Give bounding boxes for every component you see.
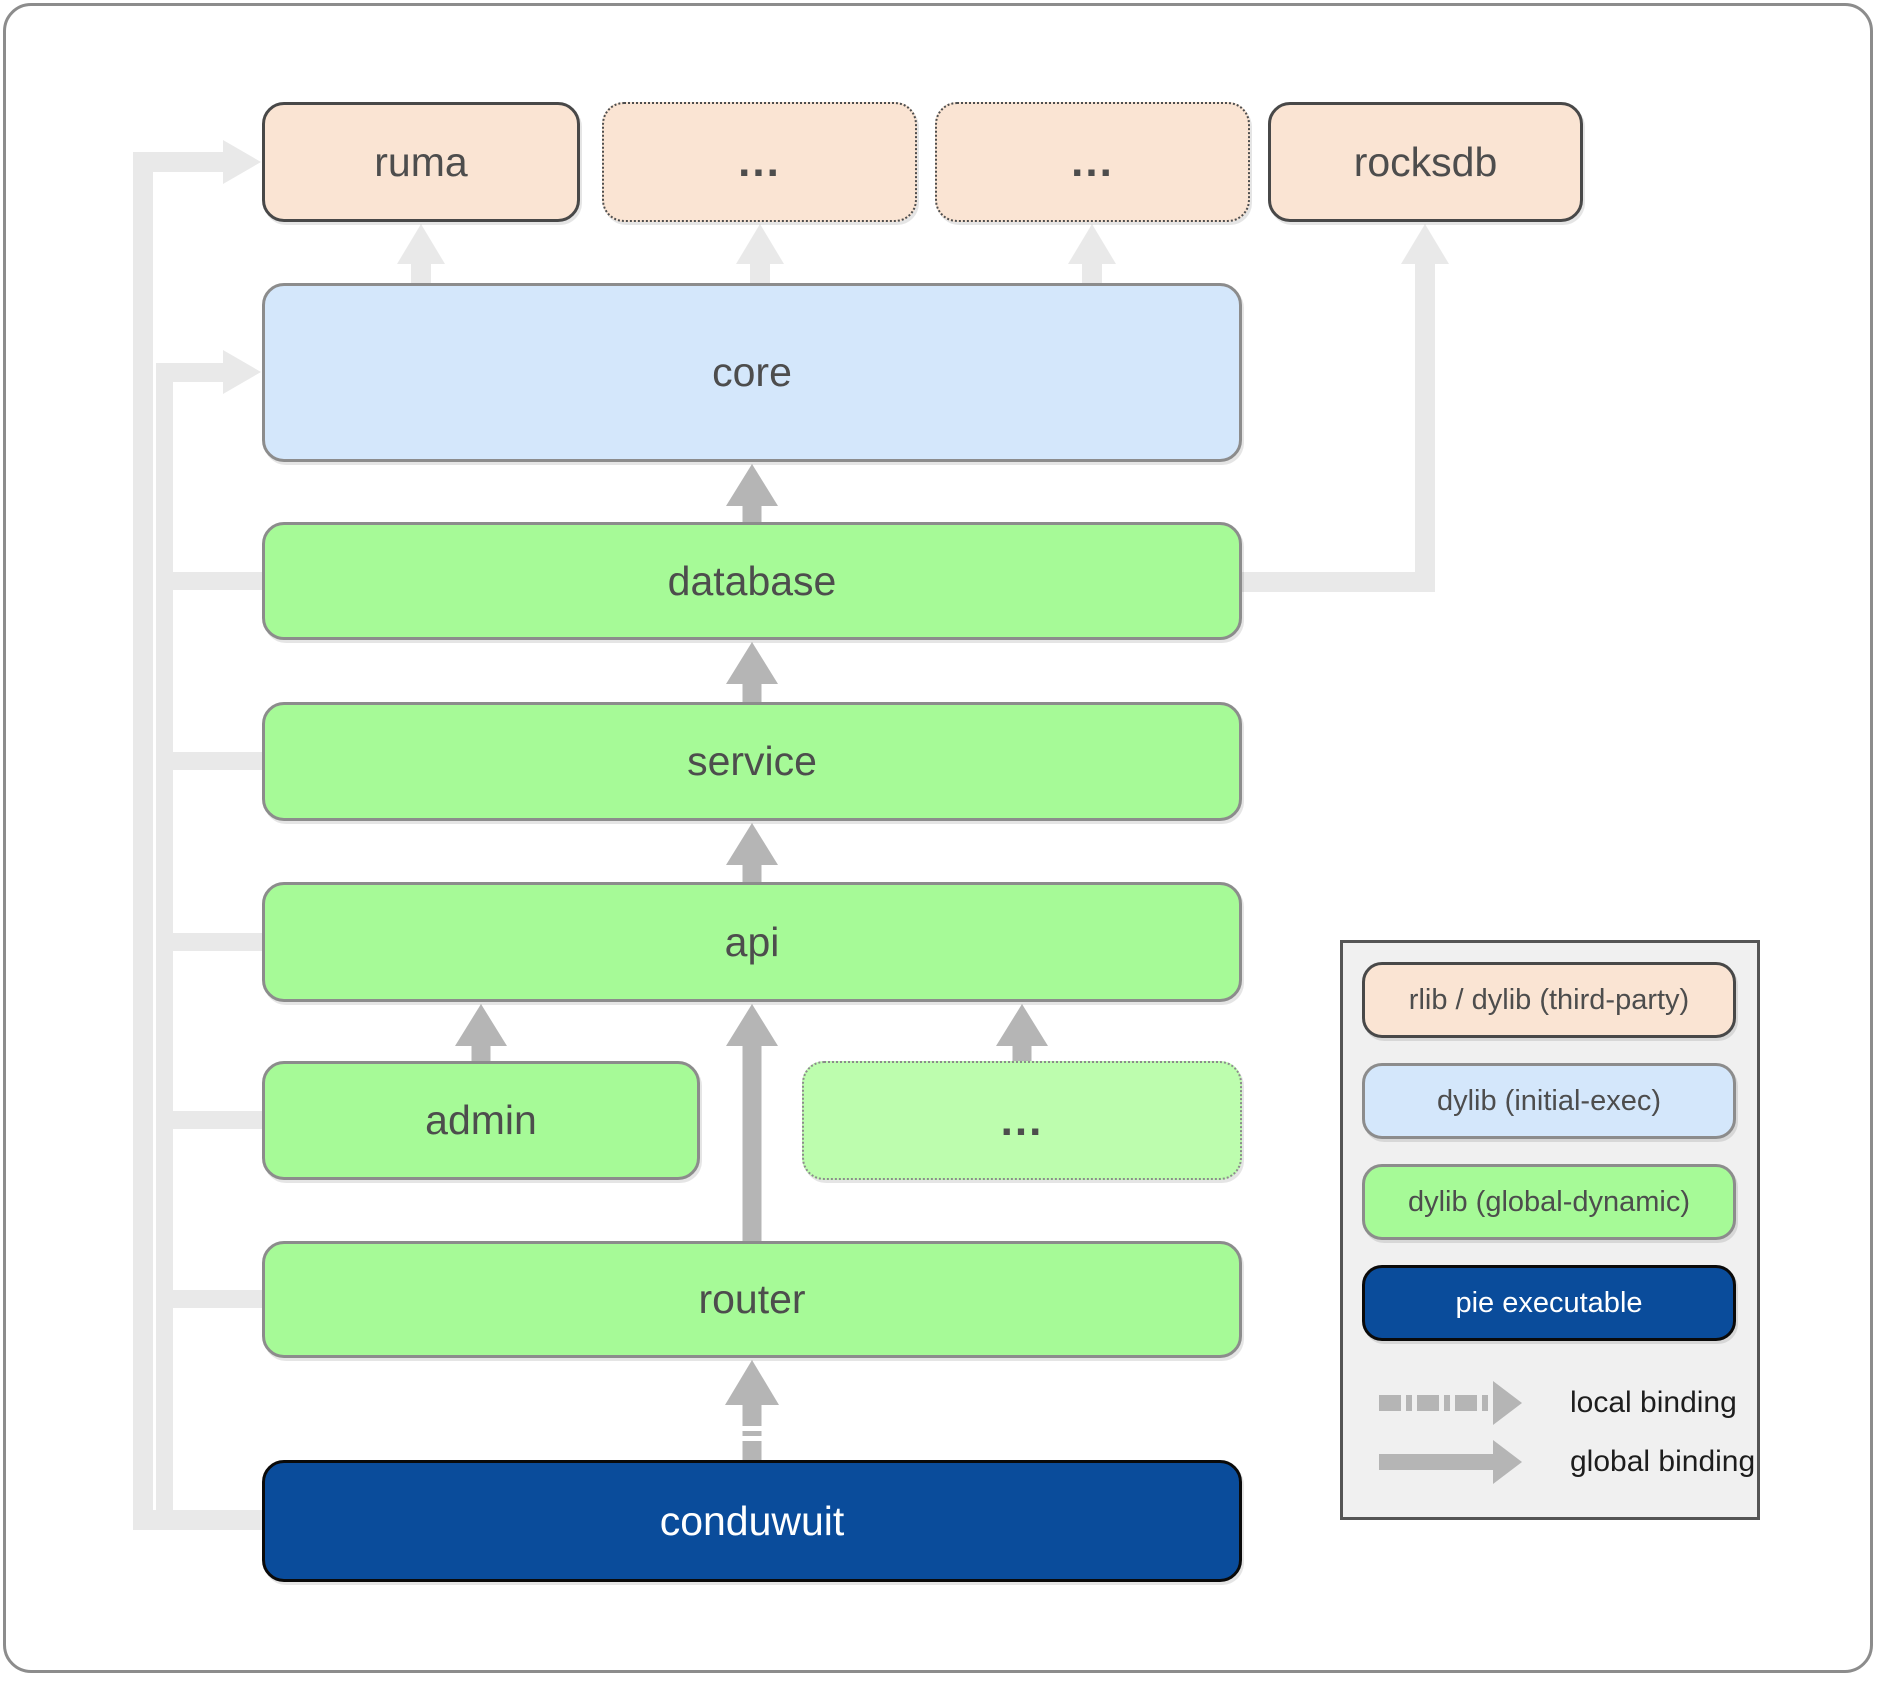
global-binding-arrow-icon [1379, 1440, 1522, 1484]
faint-arrow-core-to-more-2 [1068, 224, 1116, 285]
legend-binding-arrows [1379, 1381, 1522, 1484]
local-binding-arrow-icon [1379, 1381, 1522, 1425]
faint-stub-router [156, 1290, 263, 1308]
node-database: database [262, 522, 1242, 640]
node-ruma-label: ruma [374, 138, 468, 185]
faint-arrow-database-to-rocksdb [1242, 224, 1449, 592]
node-rocksdb-label: rocksdb [1353, 138, 1498, 185]
node-conduwuit: conduwuit [262, 1460, 1242, 1582]
node-core-label: core [712, 349, 792, 395]
faint-binding-line-to-ruma [133, 140, 261, 1530]
node-third-party-more-2-label: ... [1071, 137, 1114, 186]
faint-arrow-core-to-more-1 [736, 224, 784, 285]
legend-item-pie-executable: pie executable [1362, 1265, 1736, 1341]
legend-item-global-dynamic-label: dylib (global-dynamic) [1407, 1185, 1691, 1218]
node-service: service [262, 702, 1242, 821]
node-router-label: router [698, 1276, 806, 1322]
node-third-party-more-1: ... [602, 102, 917, 222]
legend-item-initial-exec-label: dylib (initial-exec) [1436, 1084, 1661, 1117]
arrow-database-to-core [726, 464, 778, 523]
arrow-admin-to-api [455, 1004, 507, 1062]
node-router: router [262, 1241, 1242, 1358]
faint-stub-database [156, 572, 263, 590]
faint-arrow-core-to-ruma [397, 224, 445, 285]
arrow-conduwuit-to-router [725, 1360, 779, 1461]
node-third-party-more-1-label: ... [738, 137, 781, 186]
legend-item-third-party: rlib / dylib (third-party) [1362, 962, 1736, 1038]
node-api-more: ... [802, 1061, 1242, 1180]
node-ruma: ruma [262, 102, 580, 222]
faint-stub-service [156, 752, 263, 770]
node-admin: admin [262, 1061, 700, 1180]
legend: rlib / dylib (third-party) dylib (initia… [1340, 940, 1760, 1520]
legend-item-initial-exec: dylib (initial-exec) [1362, 1063, 1736, 1139]
node-api-label: api [724, 918, 780, 965]
node-rocksdb: rocksdb [1268, 102, 1583, 222]
arrow-api-to-service [726, 823, 778, 883]
node-api-more-label: ... [1000, 1095, 1044, 1145]
legend-item-third-party-label: rlib / dylib (third-party) [1408, 983, 1690, 1016]
local-binding-label: local binding [1570, 1386, 1737, 1419]
node-admin-label: admin [425, 1097, 537, 1143]
faint-stub-conduwuit [133, 1510, 263, 1530]
arrow-router-to-api [726, 1004, 778, 1242]
node-third-party-more-2: ... [935, 102, 1250, 222]
node-service-label: service [687, 738, 817, 784]
global-binding-label: global binding [1570, 1445, 1756, 1478]
node-core: core [262, 283, 1242, 462]
node-api: api [262, 882, 1242, 1002]
diagram-border [3, 3, 1873, 1673]
faint-stub-admin [156, 1111, 263, 1129]
faint-binding-stubs [133, 572, 263, 1530]
arrow-more-to-api [996, 1004, 1048, 1062]
legend-item-pie-executable-label: pie executable [1455, 1286, 1643, 1319]
node-conduwuit-label: conduwuit [659, 1497, 845, 1544]
legend-item-global-dynamic: dylib (global-dynamic) [1362, 1164, 1736, 1240]
faint-stub-api [156, 933, 263, 951]
arrow-service-to-database [726, 642, 778, 703]
node-database-label: database [667, 557, 837, 604]
